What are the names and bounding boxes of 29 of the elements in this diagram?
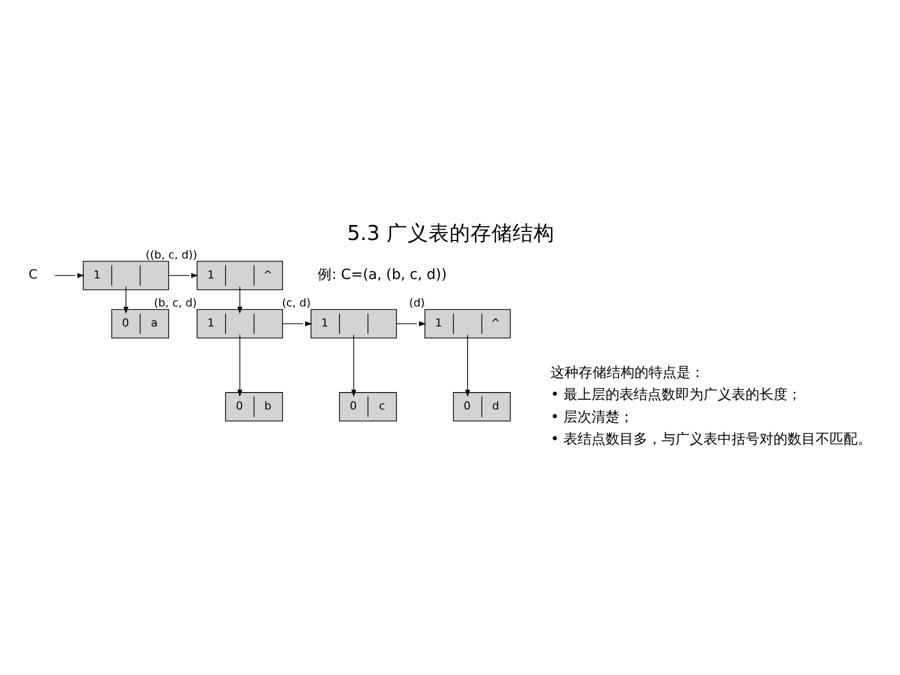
arrow: [54, 272, 84, 278]
node-box: 0 d: [452, 392, 511, 421]
node-label: (c, d): [282, 296, 311, 310]
node-text: C: [28, 266, 38, 282]
node-box: 0 b: [225, 392, 283, 421]
arrow: [123, 286, 128, 314]
node-label: (d): [409, 296, 425, 310]
label: 例: C=(a, (b, c, d)): [318, 266, 447, 283]
node-box: 1: [310, 308, 397, 338]
node-box: 1: [196, 308, 283, 338]
arrow: [237, 286, 242, 314]
label: • 最上层的表结点数即为广义表的长度；: [550, 386, 802, 403]
node-box: 0 c: [339, 392, 397, 421]
arrow: [282, 320, 312, 326]
node-box: 1 ^: [196, 260, 283, 290]
arrow: [237, 334, 242, 396]
label: • 层次清楚；: [550, 408, 634, 425]
node-label: ((b, c, d)): [146, 248, 198, 261]
node-box: 0 a: [111, 308, 170, 338]
arrow: [465, 334, 470, 396]
label: 这种存储结构的特点是：: [550, 364, 705, 381]
node-label: (b, c, d): [154, 296, 197, 310]
diagram-title: 5.3 广义表的存储结构: [347, 220, 554, 244]
arrow: [351, 334, 356, 396]
node-box: 1 ^: [424, 308, 511, 338]
arrow: [168, 272, 198, 278]
label: • 表结点数目多，与广义表中括号对的数目不匹配。: [550, 431, 872, 447]
arrow: [396, 320, 426, 326]
node-box: 1: [82, 260, 170, 290]
